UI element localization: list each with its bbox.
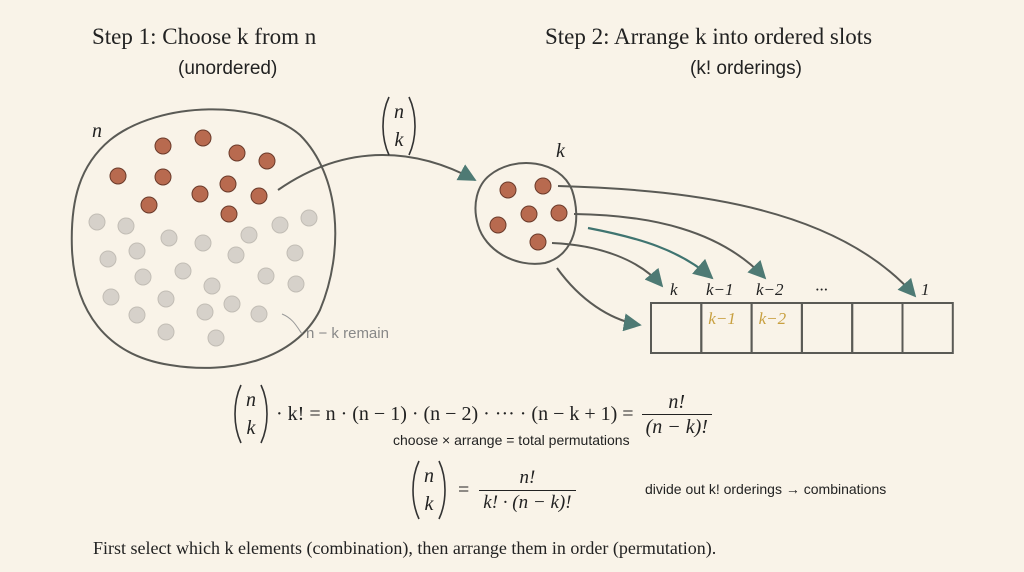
arrow-to-slot-k-2 [573, 213, 767, 280]
remaining-element [257, 267, 275, 285]
formula2: n k = n! k! · (n − k)! [410, 458, 576, 522]
remaining-element [287, 275, 305, 293]
remaining-element [157, 290, 175, 308]
binom-top: n [394, 101, 404, 123]
remaining-element [157, 323, 175, 341]
remaining-element [240, 226, 258, 244]
slot-top-label: k−1 [706, 280, 734, 299]
selected-element [220, 205, 238, 223]
remaining-element [160, 229, 178, 247]
slot-cell-label: k−1 [708, 309, 736, 328]
selected-element [250, 187, 268, 205]
footer-caption: First select which k elements (combinati… [93, 538, 717, 558]
selected-element [219, 175, 237, 193]
f1-binom-bottom: k [246, 417, 256, 439]
f1-binom-top: n [246, 389, 256, 411]
remaining-element [227, 246, 245, 264]
formula1-fraction: n! (n − k)! [641, 390, 712, 439]
remaining-element [88, 213, 106, 231]
binomial-coefficient: n k [380, 94, 418, 158]
remaining-element [300, 209, 318, 227]
formula1-denominator: (n − k)! [641, 413, 712, 439]
f1-binom-parens [234, 384, 268, 444]
selected-element [194, 129, 212, 147]
formula1-caption: choose × arrange = total permutations [393, 432, 630, 448]
slot-cell-label: k−2 [758, 309, 787, 328]
arrow-to-slot-k [551, 242, 664, 288]
binom-bottom: k [394, 129, 404, 151]
formula2-fraction: n! k! · (n − k)! [479, 466, 576, 515]
f2-binom-parens [412, 460, 446, 520]
arrow-to-slot-k-1 [587, 226, 714, 280]
remaining-element [117, 217, 135, 235]
selected-element [109, 167, 127, 185]
formula2-note: divide out k! orderings → combinations [645, 481, 887, 497]
formula2-denominator: k! · (n − k)! [479, 489, 576, 515]
remaining-element [194, 234, 212, 252]
chosen-element [520, 205, 538, 223]
remaining-element [99, 250, 117, 268]
formula2-eq: = [458, 478, 470, 501]
arrow-to-slot-1 [557, 185, 917, 298]
formula1-body: · k! = n · (n − 1) · (n − 2) · ··· · (n … [276, 402, 634, 425]
chosen-element [534, 177, 552, 195]
slot-top-label: k−2 [756, 280, 784, 299]
remaining-element [250, 305, 268, 323]
chosen-element [489, 216, 507, 234]
slot-top-label: 1 [921, 280, 930, 299]
set-k-blob [474, 162, 578, 265]
remaining-element [196, 303, 214, 321]
chosen-element [499, 181, 517, 199]
remaining-element [128, 306, 146, 324]
step1-subtitle: (unordered) [178, 58, 278, 79]
chosen-element [550, 204, 568, 222]
step1-title: Step 1: Choose k from n [92, 24, 317, 49]
remain-pointer [281, 313, 303, 335]
step2-subtitle: (k! orderings) [690, 58, 802, 79]
remaining-element [271, 216, 289, 234]
binom-parens [382, 96, 416, 156]
remaining-element [174, 262, 192, 280]
label-n: n [92, 120, 102, 142]
f2-binom-top: n [424, 465, 434, 487]
remaining-element [207, 329, 225, 347]
remaining-element [203, 277, 221, 295]
formula2-numerator: n! [519, 466, 536, 488]
f1-binom: n k [232, 382, 270, 446]
selected-element [258, 152, 276, 170]
f2-binom-bottom: k [424, 493, 434, 515]
selected-element [154, 137, 172, 155]
remain-label: n − k remain [306, 325, 389, 342]
step2-title: Step 2: Arrange k into ordered slots [545, 24, 873, 49]
selected-element [154, 168, 172, 186]
f2-binom: n k [410, 458, 448, 522]
formula1-numerator: n! [668, 390, 686, 413]
slot-top-label: k [670, 280, 678, 299]
slot-top-label: ··· [815, 280, 828, 299]
remaining-element [223, 295, 241, 313]
selected-element [228, 144, 246, 162]
set-n-blob [70, 108, 337, 369]
remaining-element [286, 244, 304, 262]
remaining-element [102, 288, 120, 306]
remaining-element [134, 268, 152, 286]
formula1: n k · k! = n · (n − 1) · (n − 2) · ··· ·… [232, 382, 712, 446]
remaining-element [128, 242, 146, 260]
selected-element [140, 196, 158, 214]
selected-element [191, 185, 209, 203]
slot-cell [901, 302, 954, 354]
slot-cell [800, 302, 854, 354]
slot-cell [650, 302, 703, 354]
chosen-element [529, 233, 547, 251]
choose-arrow [277, 154, 477, 191]
slot-cell [851, 302, 904, 354]
label-k: k [556, 140, 565, 162]
arrow-to-slots [556, 267, 642, 332]
